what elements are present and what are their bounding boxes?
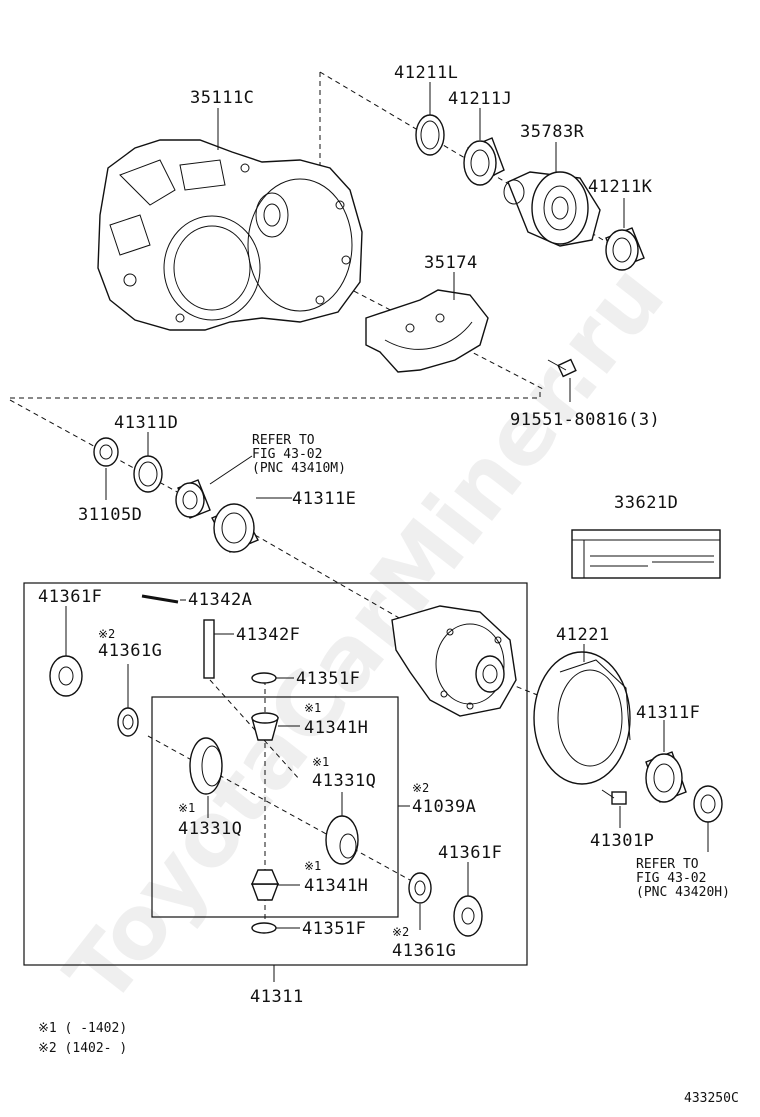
bolt-41301P-image — [601, 789, 627, 805]
plate-35174-image — [365, 289, 489, 373]
part-label-35174: 35174 — [424, 253, 478, 273]
assembly-box-41311 — [23, 582, 528, 966]
legend-row-1: ※1 ( -1402) — [38, 1021, 127, 1036]
middle-axis-line — [9, 399, 211, 511]
part-label-41341H-top: 41341H — [304, 718, 368, 738]
bearing-41211J-image — [463, 137, 505, 186]
assembly-box-41039A — [151, 696, 399, 918]
part-label-41211K: 41211K — [588, 177, 653, 197]
shaft-41342F-image — [203, 619, 215, 679]
mark2-41361G-left: ※2 — [98, 627, 115, 641]
seal-refer-43410M-image — [175, 479, 211, 519]
part-label-41351F-bottom: 41351F — [302, 919, 366, 939]
differential-case-image — [391, 605, 517, 717]
side-gear-41331Q-right-image — [325, 815, 359, 865]
bearing-41311E-image — [211, 503, 259, 553]
part-label-31105D: 31105D — [78, 505, 142, 525]
refer-lower-line3: (PNC 43420H) — [636, 885, 730, 900]
bolt-91551-image — [547, 358, 577, 378]
washer-41361F-right-image — [453, 895, 483, 937]
part-label-33621D: 33621D — [614, 493, 678, 513]
part-label-41211L: 41211L — [394, 63, 458, 83]
part-label-41311D: 41311D — [114, 413, 178, 433]
washer-41361F-left-image — [49, 655, 83, 697]
part-label-41331Q-right: 41331Q — [312, 771, 376, 791]
seal-31105D-image — [93, 437, 119, 467]
part-label-41361F-left: 41361F — [38, 587, 102, 607]
washer-41361G-right-image — [408, 872, 432, 904]
part-label-41039A: 41039A — [412, 797, 476, 817]
shim-41311D-image — [133, 455, 163, 493]
part-label-41331Q-left: 41331Q — [178, 819, 242, 839]
washer-41351F-top-image — [251, 672, 277, 684]
part-label-41341H-bottom: 41341H — [304, 876, 368, 896]
mark2-41361G-right: ※2 — [392, 925, 409, 939]
pin-41342A-image — [141, 594, 179, 604]
washer-41361G-left-image — [117, 707, 139, 737]
side-gear-41331Q-left-image — [189, 737, 223, 795]
refer-upper-line3: (PNC 43410M) — [252, 461, 346, 476]
part-label-91551-80816: 91551-80816(3) — [510, 410, 660, 430]
part-label-35111C: 35111C — [190, 88, 254, 108]
middle-axis-line-2 — [254, 534, 421, 631]
pinion-41341H-bottom-image — [250, 869, 280, 901]
part-label-41211J: 41211J — [448, 89, 512, 109]
bearing-41211K-image — [605, 227, 645, 271]
gear-35783R-image — [503, 171, 601, 247]
refer-upper-line2: FIG 43-02 — [252, 447, 322, 462]
shim-41211L-image — [415, 114, 445, 156]
part-label-41351F-top: 41351F — [296, 669, 360, 689]
part-label-35783R: 35783R — [520, 122, 585, 142]
mark1-41331Q-left: ※1 — [178, 801, 195, 815]
refer-lower-line2: FIG 43-02 — [636, 871, 706, 886]
part-label-41221: 41221 — [556, 625, 610, 645]
pinion-41341H-top-image — [251, 712, 279, 741]
label-plate-33621D-image — [571, 529, 721, 579]
part-label-41301P: 41301P — [590, 831, 654, 851]
mark1-41341H-bottom: ※1 — [304, 859, 321, 873]
part-label-41342A: 41342A — [188, 590, 252, 610]
mark1-41331Q-right: ※1 — [312, 755, 329, 769]
bearing-41311F-image — [645, 751, 687, 803]
mark2-41039A: ※2 — [412, 781, 429, 795]
mark1-41341H-top: ※1 — [304, 701, 321, 715]
transaxle-case-image — [97, 139, 363, 331]
figure-id: 433250C — [684, 1091, 739, 1106]
assembly-boundary-line — [10, 390, 541, 399]
refer-upper-line1: REFER TO — [252, 433, 315, 448]
part-label-41311: 41311 — [250, 987, 304, 1007]
part-label-41311E: 41311E — [292, 489, 356, 509]
part-label-41361G-left: 41361G — [98, 641, 162, 661]
part-label-41361G-right: 41361G — [392, 941, 456, 961]
refer-lower-line1: REFER TO — [636, 857, 699, 872]
part-label-41361F-right: 41361F — [438, 843, 502, 863]
part-label-41342F: 41342F — [236, 625, 300, 645]
leader-refer-upper — [209, 455, 253, 485]
washer-41351F-bottom-image — [251, 922, 277, 934]
ring-gear-41221-image — [533, 651, 631, 785]
seal-refer-43420H-image — [693, 785, 723, 823]
part-label-41311F: 41311F — [636, 703, 700, 723]
legend-row-2: ※2 (1402- ) — [38, 1041, 127, 1056]
